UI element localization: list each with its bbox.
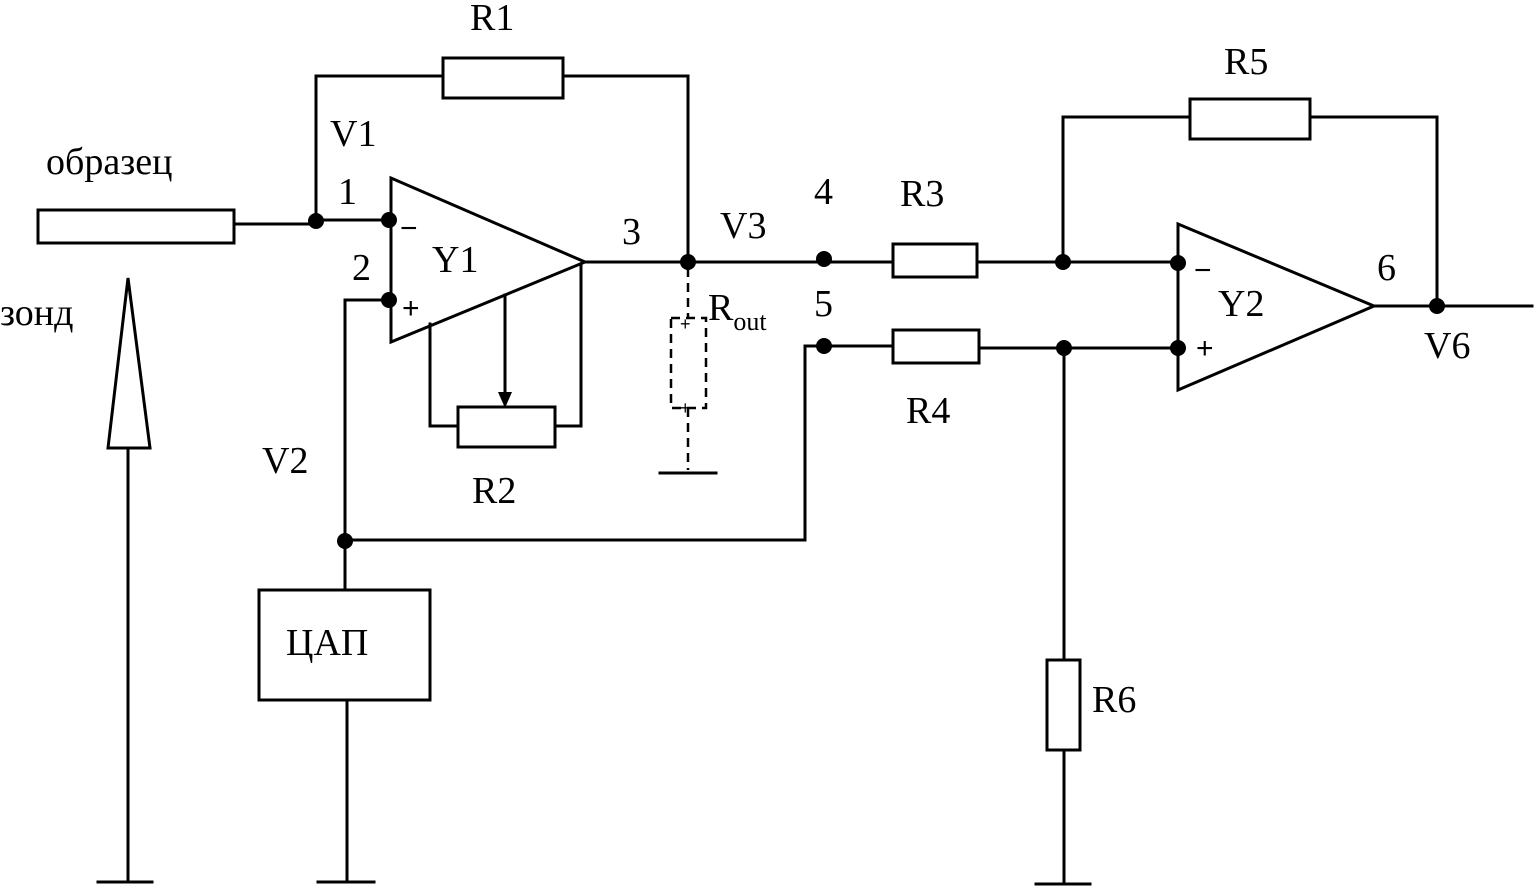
label-v6: V6 [1424,325,1470,367]
node-r4-r6 [1056,340,1072,356]
label-dac: ЦАП [286,622,368,664]
sample-block [36,208,236,245]
label-node-1: 1 [338,171,357,213]
label-r1: R1 [470,0,514,39]
label-node-5: 5 [814,283,833,325]
probe [96,277,154,884]
label-node-4: 4 [814,171,833,213]
node-v2 [337,533,353,549]
node-y2-minus [1170,255,1186,271]
opamp-y1 [389,175,589,345]
resistor-r4 [891,328,981,365]
opamp-y2 [1176,221,1378,393]
svg-text:+: + [680,314,691,334]
label-r5: R5 [1224,41,1268,83]
resistor-r5 [1188,97,1312,141]
node-3 [680,254,696,270]
node-y2-plus [1170,340,1186,356]
label-v2: V2 [262,440,308,482]
node-6 [1429,298,1445,314]
label-r3: R3 [900,173,944,215]
label-node-6: 6 [1377,247,1396,289]
node-1 [308,213,324,229]
label-node-2: 2 [352,247,371,289]
resistor-rout: + + [658,268,718,475]
node-4 [816,251,832,267]
svg-text:+: + [680,398,691,418]
node-r3-r5 [1055,254,1071,270]
dac-block [257,588,432,702]
label-sample: образец [46,141,172,183]
resistor-r6 [1045,658,1082,752]
label-y1: Y1 [432,239,478,281]
y1-minus-sign: − [400,212,418,245]
node-5 [816,338,832,354]
y2-minus-sign: − [1194,254,1212,287]
label-r6: R6 [1092,679,1136,721]
label-y2: Y2 [1218,283,1264,325]
label-v1: V1 [330,113,376,155]
label-probe: зонд [0,292,73,334]
label-v3: V3 [720,205,766,247]
label-node-3: 3 [622,211,641,253]
node-y1-minus [381,212,397,228]
node-y1-plus [381,292,397,308]
label-r2: R2 [472,470,516,512]
resistor-r2 [456,405,557,449]
y1-plus-sign: + [402,292,420,325]
y2-plus-sign: + [1196,332,1214,365]
label-rout: Rout [708,287,767,336]
resistor-r1 [441,56,565,100]
resistor-r3 [891,242,979,279]
label-r4: R4 [906,390,950,432]
